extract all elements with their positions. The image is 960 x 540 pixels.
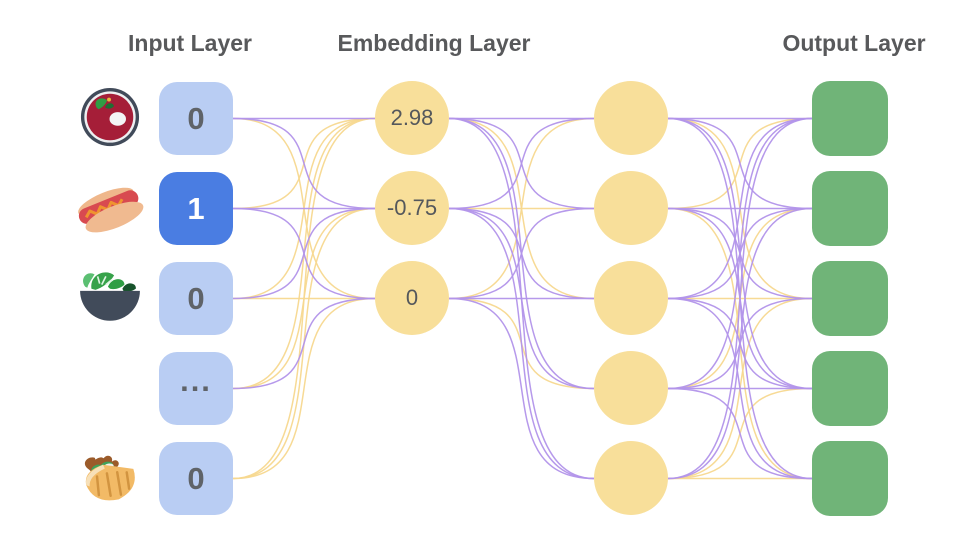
embedding-node: 0 <box>375 261 449 335</box>
output-node <box>812 171 888 246</box>
output-node <box>812 351 888 426</box>
hot-dog-icon <box>73 177 147 241</box>
stuffed-flatbread-icon <box>77 444 143 512</box>
embedding-node-value: -0.75 <box>386 195 438 220</box>
input-node: 0 <box>159 262 233 335</box>
input-node-value: 0 <box>187 460 205 496</box>
hidden-node <box>594 351 668 425</box>
embedding-node: -0.75 <box>375 171 449 245</box>
input-node-value: ... <box>180 362 212 398</box>
input-node-value: 0 <box>187 100 205 136</box>
soup-bowl-icon <box>79 86 141 148</box>
input-node: ... <box>159 352 233 425</box>
hidden-node <box>594 171 668 245</box>
output-layer-title: Output Layer <box>782 30 926 56</box>
hidden-node <box>594 441 668 515</box>
embedding-layer-title: Embedding Layer <box>337 30 531 56</box>
input-node: 0 <box>159 442 233 515</box>
hidden-node <box>594 81 668 155</box>
input-node-value: 0 <box>187 280 205 316</box>
embedding-node-value: 0 <box>405 285 419 310</box>
input-node: 0 <box>159 82 233 155</box>
hidden-node <box>594 261 668 335</box>
input-node-value: 1 <box>187 190 205 226</box>
embedding-node-value: 2.98 <box>390 105 434 130</box>
output-node <box>812 261 888 336</box>
input-layer-title: Input Layer <box>128 30 252 56</box>
output-node <box>812 441 888 516</box>
output-node <box>812 81 888 156</box>
salad-icon <box>77 266 143 326</box>
input-node: 1 <box>159 172 233 245</box>
embedding-node: 2.98 <box>375 81 449 155</box>
